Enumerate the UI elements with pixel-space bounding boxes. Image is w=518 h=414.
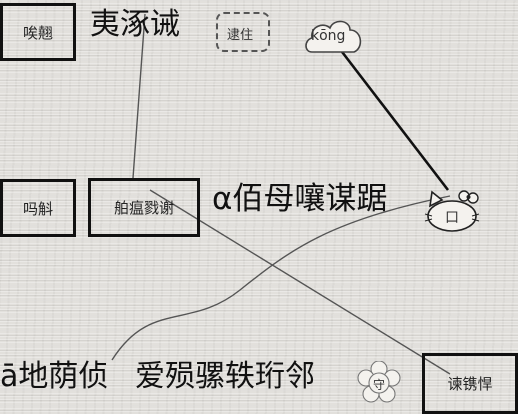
label-box-bottom-right: 谏镌悍 xyxy=(422,353,518,414)
heading-bottom-left: ā地荫侦 xyxy=(0,359,109,394)
heading-bottom-right: 爱殒骡轶珩邻 xyxy=(135,359,315,394)
label-box-center: 舶瘟戮谢 xyxy=(88,178,200,237)
connector-line-cloud-to-cat xyxy=(334,43,450,191)
stamp-label: 逮住 xyxy=(227,28,254,43)
heading-top: 夷涿诫 xyxy=(90,7,180,42)
cat-face-label: 口 xyxy=(445,210,459,226)
flower-label: 守 xyxy=(373,378,386,392)
connector-curve xyxy=(111,195,451,361)
label-box-top-left: 唉翹 xyxy=(0,3,76,61)
connector-line-top xyxy=(132,13,146,179)
cloud-label: kōng xyxy=(311,28,346,44)
heading-middle: α佰母嚷谋踞 xyxy=(212,181,388,217)
flower-icon xyxy=(357,361,401,403)
label-box-mid-left: 吗斛 xyxy=(0,179,76,237)
cat-face-icon xyxy=(424,190,480,232)
connector-line-diagonal xyxy=(149,189,451,375)
stamp-icon: 逮住 xyxy=(216,12,270,52)
cloud-icon xyxy=(305,20,362,53)
